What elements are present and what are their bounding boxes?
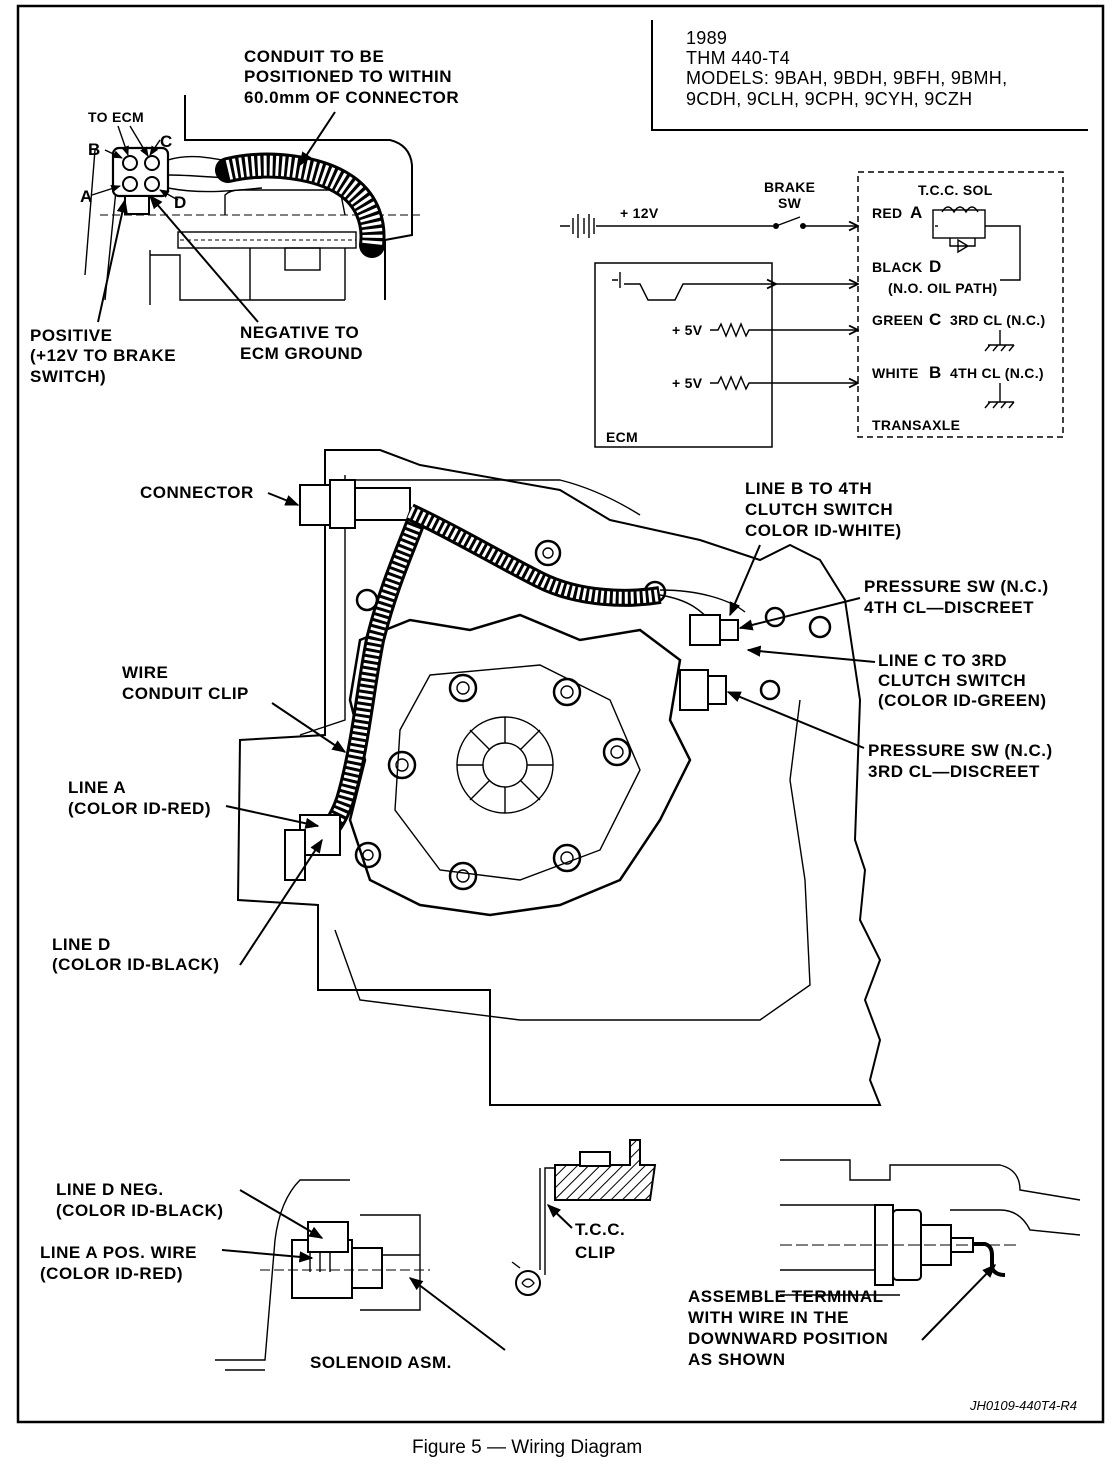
transaxle-box: [857, 171, 1064, 438]
v12-label: + 12V: [620, 205, 659, 221]
bolts: [354, 539, 832, 891]
info-model: THM 440-T4: [686, 48, 790, 68]
pressure-sw-3rd-line1: PRESSURE SW (N.C.): [868, 741, 1053, 760]
line-b-line2: CLUTCH SWITCH: [745, 500, 893, 519]
black-label: BLACK: [872, 259, 923, 275]
line-d-neg-line2: (COLOR ID-BLACK): [56, 1201, 224, 1220]
positive-line3: SWITCH): [30, 367, 106, 386]
line-a-label: LINE A: [68, 778, 126, 797]
info-models-line2: 9CDH, 9CLH, 9CPH, 9CYH, 9CZH: [686, 89, 972, 109]
line-c-line3: (COLOR ID-GREEN): [878, 691, 1047, 710]
pressure-sw-4th-line1: PRESSURE SW (N.C.): [864, 577, 1049, 596]
line-b-line3: COLOR ID-WHITE): [745, 521, 902, 540]
info-box: 1989 THM 440-T4 MODELS: 9BAH, 9BDH, 9BFH…: [651, 20, 1088, 131]
tcc-sol-label: T.C.C. SOL: [918, 182, 993, 198]
terminal-note-line4: AS SHOWN: [688, 1350, 786, 1369]
conduit-note-line2: POSITIONED TO WITHIN: [244, 67, 452, 86]
red-pin: A: [910, 203, 923, 222]
white-pin: B: [929, 363, 942, 382]
no-oil-path: (N.O. OIL PATH): [888, 280, 998, 296]
wire-conduit: [312, 506, 430, 848]
positive-line2: (+12V TO BRAKE: [30, 346, 176, 365]
fourth-cl-label: 4TH CL (N.C.): [950, 365, 1044, 381]
solenoid-asm-label: SOLENOID ASM.: [310, 1353, 452, 1372]
valve-body: [348, 613, 692, 917]
line-a-pos-line2: (COLOR ID-RED): [40, 1264, 183, 1283]
conduit-note-line3: 60.0mm OF CONNECTOR: [244, 88, 459, 107]
reference-id: JH0109-440T4-R4: [969, 1398, 1077, 1413]
conduit-note-line1: CONDUIT TO BE: [244, 47, 384, 66]
connector-label: CONNECTOR: [140, 483, 254, 502]
brake-sw-line1: BRAKE: [764, 179, 815, 195]
negative-line1: NEGATIVE TO: [240, 323, 359, 342]
solenoid-detail: LINE D NEG. (COLOR ID-BLACK) LINE A POS.…: [40, 1179, 506, 1372]
info-year: 1989: [686, 28, 727, 48]
wire-clip-line2: CONDUIT CLIP: [122, 684, 249, 703]
main-view: CONNECTOR LINE B TO 4TH CLUTCH SWITCH CO…: [52, 449, 1053, 1106]
line-d-line2: (COLOR ID-BLACK): [52, 955, 220, 974]
figure-caption: Figure 5 — Wiring Diagram: [412, 1437, 642, 1458]
transaxle-label: TRANSAXLE: [872, 417, 960, 433]
line-b-label: LINE B TO 4TH: [745, 479, 872, 498]
negative-line2: ECM GROUND: [240, 344, 363, 363]
terminal-note-line2: WITH WIRE IN THE: [688, 1308, 849, 1327]
figure-frame: [16, 4, 1105, 1424]
third-cl-label: 3RD CL (N.C.): [950, 312, 1045, 328]
red-wire-label: RED A: [872, 203, 923, 222]
pin-a-label: A: [80, 187, 93, 206]
positive-line1: POSITIVE: [30, 326, 112, 345]
terminal-note-line3: DOWNWARD POSITION: [688, 1329, 888, 1348]
white-label: WHITE: [872, 365, 919, 381]
green-pin: C: [929, 310, 942, 329]
pin-d-label: D: [174, 193, 187, 212]
terminal-note-line1: ASSEMBLE TERMINAL: [688, 1287, 884, 1306]
pin-c-label: C: [160, 132, 173, 151]
red-label: RED: [872, 205, 902, 221]
green-label: GREEN: [872, 312, 923, 328]
v5-label-1: + 5V: [672, 322, 703, 338]
brake-sw-line2: SW: [778, 195, 802, 211]
line-d-label: LINE D: [52, 935, 111, 954]
ecm-box: [594, 262, 773, 448]
tcc-clip-detail: T.C.C. CLIP: [511, 1139, 657, 1296]
line-d-neg-label: LINE D NEG.: [56, 1180, 164, 1199]
to-ecm-label: TO ECM: [88, 109, 144, 125]
line-c-label: LINE C TO 3RD: [878, 651, 1007, 670]
info-models-line1: MODELS: 9BAH, 9BDH, 9BFH, 9BMH,: [686, 68, 1007, 88]
pin-b-label: B: [88, 140, 101, 159]
line-c-line2: CLUTCH SWITCH: [878, 671, 1026, 690]
terminal-detail: ASSEMBLE TERMINAL WITH WIRE IN THE DOWNW…: [688, 1159, 1081, 1369]
wire-clip-line1: WIRE: [122, 663, 168, 682]
line-a-pos-label: LINE A POS. WIRE: [40, 1243, 197, 1262]
tcc-clip-line2: CLIP: [575, 1243, 616, 1262]
ecm-label: ECM: [606, 429, 638, 445]
connector-detail: CONDUIT TO BE POSITIONED TO WITHIN 60.0m…: [30, 47, 459, 386]
electrical-schematic: + 12V BRAKE SW T.C.C. SOL RED A ECM BLAC…: [560, 171, 1064, 448]
pressure-sw-4th-line2: 4TH CL—DISCREET: [864, 598, 1034, 617]
line-a-line2: (COLOR ID-RED): [68, 799, 211, 818]
tcc-clip-line1: T.C.C.: [575, 1220, 625, 1239]
v5-label-2: + 5V: [672, 375, 703, 391]
pressure-sw-3rd-line2: 3RD CL—DISCREET: [868, 762, 1040, 781]
black-pin: D: [929, 257, 942, 276]
